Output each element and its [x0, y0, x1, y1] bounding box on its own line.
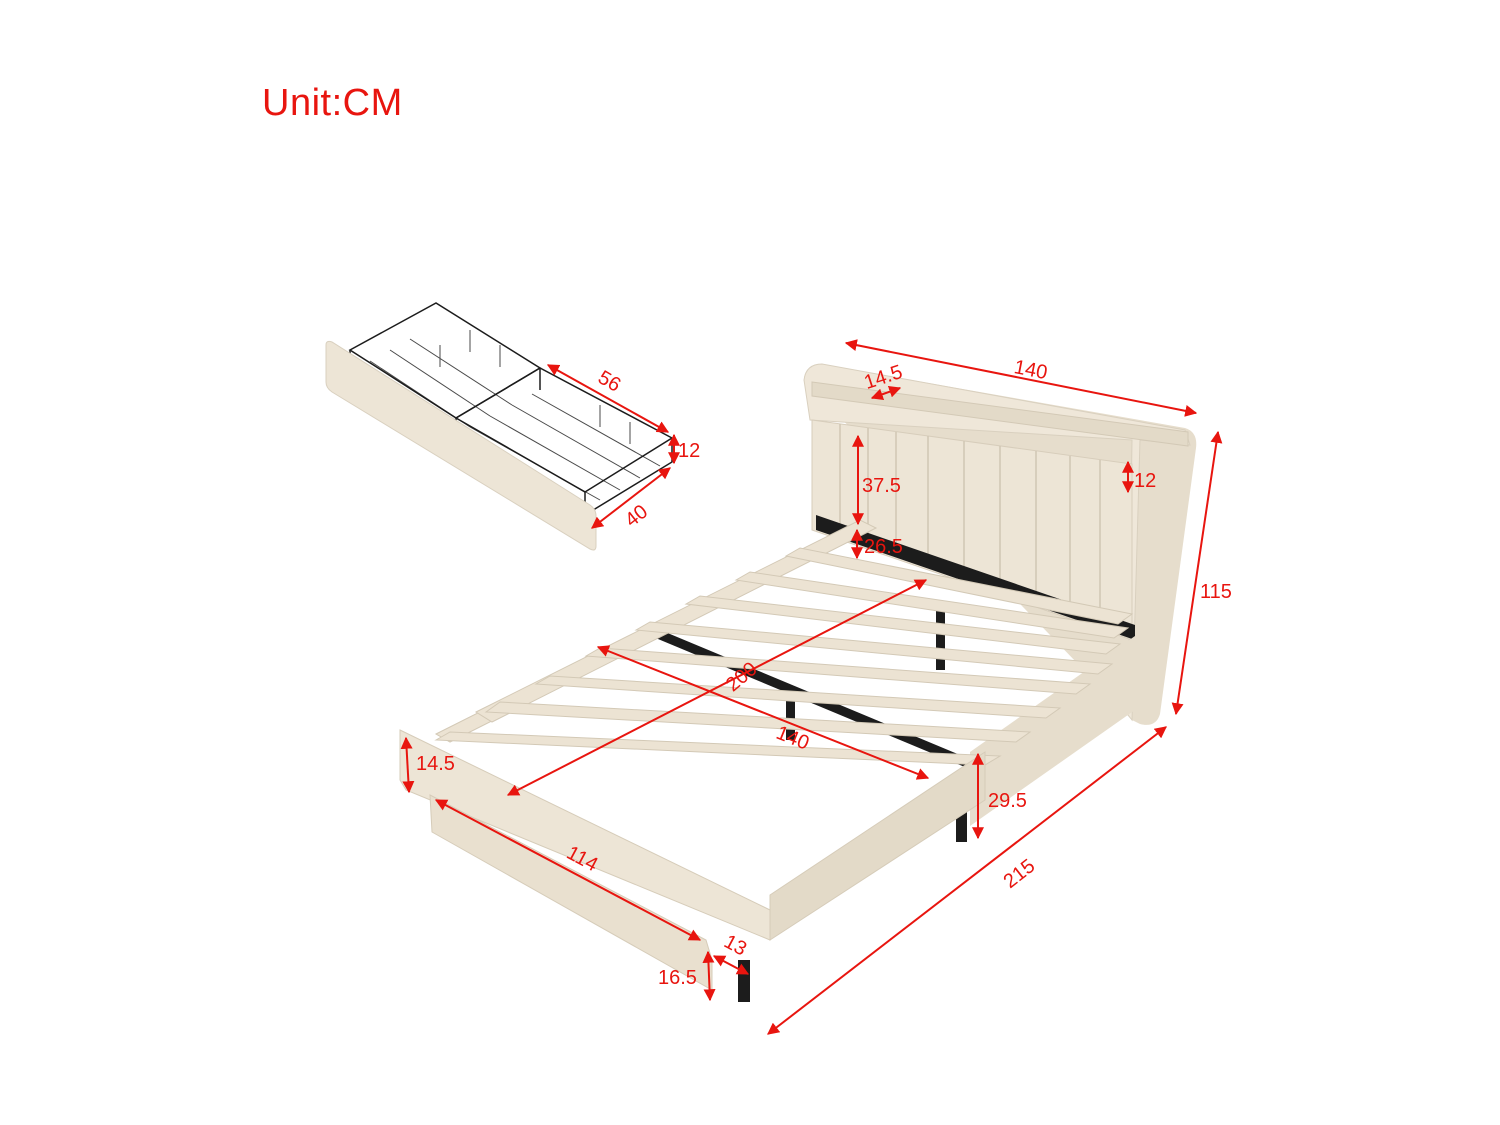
- drawer-width-label: 40: [621, 501, 652, 532]
- rail-height-arrow: [400, 736, 415, 794]
- floor-to-rail-label: 29.5: [988, 790, 1027, 812]
- drawer-front-height-label: 16.5: [658, 967, 697, 989]
- total-length-label: 215: [1000, 855, 1040, 893]
- drawer-height-label: 12: [678, 440, 700, 462]
- drawer-front-depth-label: 13: [720, 931, 750, 961]
- shelf-depth-arrow: [870, 385, 902, 401]
- total-height-arrow: [1171, 430, 1223, 716]
- total-length-arrow: [767, 726, 1167, 1035]
- headboard-width-label: 140: [1012, 356, 1049, 384]
- unit-label: Unit:CM: [262, 82, 403, 124]
- rail-height-label: 14.5: [416, 753, 455, 775]
- drawer-illustration: [325, 302, 674, 551]
- total-height-label: 115: [1200, 581, 1232, 603]
- drawer-length-label: 56: [594, 366, 624, 396]
- panel-height-label: 37.5: [862, 475, 901, 497]
- shelf-gap-label: 12: [1134, 470, 1156, 492]
- headboard-width-arrow: [844, 339, 1198, 417]
- drawer-front-depth-arrow: [712, 955, 750, 975]
- clearance-label: 26.5: [864, 536, 903, 558]
- drawer-length-arrow: [546, 364, 670, 433]
- drawer-front-length-arrow: [434, 799, 702, 941]
- drawer-width-arrow: [591, 467, 671, 529]
- mattress-length-arrow: [506, 579, 928, 796]
- bed-illustration: [399, 363, 1197, 1002]
- drawer-front-height-arrow: [702, 950, 716, 1002]
